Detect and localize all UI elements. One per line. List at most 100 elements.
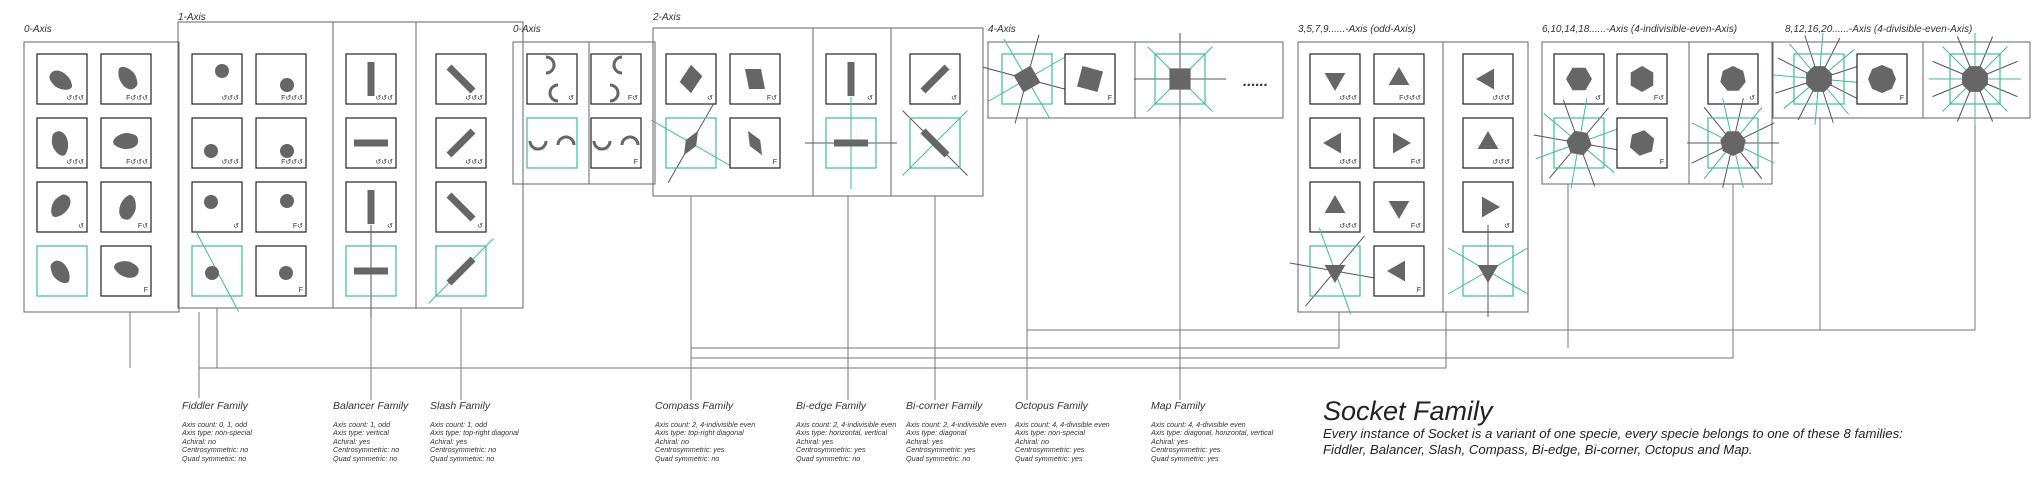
family-property: Axis type: vertical — [333, 428, 389, 438]
tile-label: ↺ — [568, 95, 574, 102]
tile-label: ↺↺↺ — [375, 95, 393, 102]
family-property: Centrosymmetric: no — [333, 445, 400, 455]
family-name: Slash Family — [430, 400, 491, 412]
socket-tile — [526, 117, 578, 169]
tile-label: ↺ — [1595, 95, 1601, 102]
socket-tile: F↺↺↺ — [1373, 53, 1425, 105]
family-name: Map Family — [1151, 400, 1206, 412]
page-title: Socket Family — [1323, 396, 1493, 426]
socket-tile: F↺↺↺ — [100, 53, 152, 105]
tile-label: F — [634, 159, 638, 166]
socket-tile: F↺↺↺ — [255, 53, 307, 105]
tile-label: ↺↺↺ — [221, 159, 239, 166]
tile-label: F↺↺↺ — [126, 95, 148, 102]
socket-tile: F — [1856, 53, 1908, 105]
family-property: Axis type: diagonal, horizontal, vertica… — [1151, 428, 1274, 438]
family-property: Axis count: 2, 4-indivisible even — [796, 420, 897, 429]
socket-tile — [345, 225, 397, 317]
tile-label: ↺↺↺ — [1492, 95, 1510, 102]
tile-label: F — [1900, 95, 1904, 102]
tile-label: ↺ — [78, 223, 84, 230]
tile-label: ↺ — [233, 223, 239, 230]
family-property: Achiral: yes — [1151, 436, 1189, 446]
family-property: Quad symmetric: no — [906, 453, 971, 463]
family-property: Achiral: no — [182, 436, 216, 446]
family-property: Achiral: yes — [333, 436, 371, 446]
family-property: Centrosymmetric: no — [182, 445, 249, 455]
tile-label: F — [144, 287, 148, 294]
frame-indivisible — [1541, 41, 1773, 185]
family-property: Axis type: non-special — [182, 428, 252, 438]
tile-label: ↺ — [1504, 223, 1510, 230]
socket-tile — [1533, 97, 1625, 189]
tile-label: ↺↺↺ — [66, 95, 84, 102]
socket-tile: ↺↺↺ — [1462, 53, 1514, 105]
socket-tile: ↺ — [191, 181, 243, 233]
tile-label: F↺ — [767, 95, 777, 102]
socket-tile — [902, 110, 968, 176]
family-property: Axis type: top-right diagonal — [430, 428, 519, 438]
tile-label: F↺ — [293, 223, 303, 230]
socket-tile: F↺ — [255, 181, 307, 233]
family-property: Axis count: 1, odd — [430, 420, 488, 429]
connector-line — [1180, 118, 1976, 331]
frame-0axis-b — [512, 41, 656, 185]
socket-tile: ↺ — [435, 181, 487, 233]
ellipsis: ...... — [1243, 73, 1268, 90]
tile-label: F↺ — [1411, 159, 1421, 166]
socket-tile: ↺ — [1707, 53, 1759, 105]
tile-label: ↺↺↺ — [66, 159, 84, 166]
tile-label: ↺ — [387, 223, 393, 230]
family-property: Quad symmetric: yes — [1015, 453, 1083, 463]
group-header-hdiv: 8,12,16,20......-Axis (4-divisible-even-… — [1785, 24, 1972, 35]
family-property: Achiral: no — [1015, 436, 1049, 446]
tile-label: F — [1660, 159, 1664, 166]
tile-label: F↺ — [628, 95, 638, 102]
socket-tile: ↺ — [345, 181, 397, 233]
tile-label: ↺ — [477, 223, 483, 230]
family-property: Quad symmetric: no — [182, 453, 247, 463]
tile-label: ↺↺↺ — [1339, 95, 1357, 102]
family-name: Bi-edge Family — [796, 400, 867, 412]
tile-label: F — [299, 287, 303, 294]
family-property: Quad symmetric: no — [333, 453, 398, 463]
socket-tile — [650, 102, 732, 184]
family-property: Axis count: 0, 1, odd — [182, 420, 248, 429]
family-property: Quad symmetric: no — [796, 453, 861, 463]
socket-tile: ↺↺↺ — [435, 53, 487, 105]
subtitle-line-1: Every instance of Socket is a variant of… — [1323, 426, 1903, 441]
family-name: Balancer Family — [333, 400, 409, 412]
family-property: Axis type: horizontal, vertical — [796, 428, 888, 438]
group-header-h1: 1-Axis — [178, 12, 206, 23]
socket-tile: ↺ — [1553, 53, 1605, 105]
group-header-h0a: 0-Axis — [24, 24, 52, 35]
socket-tile: F — [729, 117, 781, 169]
family-property: Quad symmetric: no — [655, 453, 720, 463]
family-property: Axis count: 1, odd — [333, 420, 391, 429]
frame-2axis — [652, 27, 984, 197]
tile-label: F↺ — [1411, 223, 1421, 230]
family-property: Centrosymmetric: yes — [1151, 445, 1221, 455]
group-header-h0b: 0-Axis — [513, 24, 541, 35]
tile-label: ↺↺↺ — [1339, 159, 1357, 166]
frame-1axis — [177, 21, 524, 309]
frame-odd — [1297, 41, 1529, 313]
family-property: Quad symmetric: yes — [1151, 453, 1219, 463]
socket-tile: ↺ — [665, 53, 717, 105]
tile-label: ↺ — [1749, 95, 1755, 102]
tile-label: ↺↺↺ — [1339, 223, 1357, 230]
socket-tile: ↺↺↺ — [1309, 53, 1361, 105]
socket-tile: ↺↺↺ — [36, 53, 88, 105]
socket-tile: F↺↺↺ — [255, 117, 307, 169]
socket-tile — [982, 34, 1072, 124]
family-property: Centrosymmetric: no — [430, 445, 497, 455]
group-header-hodd: 3,5,7,9......-Axis (odd-Axis) — [1298, 24, 1416, 35]
frame-0axis-a — [23, 41, 180, 313]
group-header-h4: 4-Axis — [988, 24, 1016, 35]
socket-tile: ↺↺↺ — [36, 117, 88, 169]
